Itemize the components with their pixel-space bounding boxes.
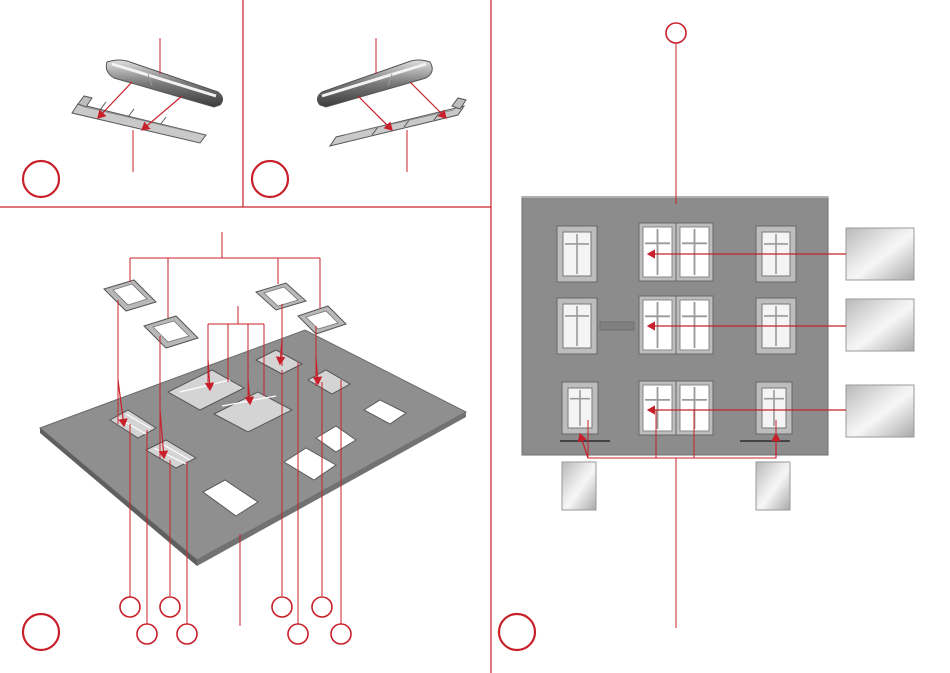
wall-emboss-mark (600, 322, 634, 330)
window-frame-strip (72, 96, 206, 143)
glazing-sheet (846, 228, 914, 280)
callout-circle (666, 23, 686, 43)
step-3-badge (23, 614, 59, 650)
step-4-panel (499, 23, 914, 650)
callout-circle (137, 624, 157, 644)
callout-circle (312, 597, 332, 617)
step-1-panel (23, 38, 223, 197)
step-2-arrow-right (410, 82, 446, 118)
glazing-sheet (846, 385, 914, 437)
callout-circle (120, 597, 140, 617)
glazing-sheet (846, 299, 914, 351)
glazing-sheet (756, 462, 790, 510)
window-sill-part (106, 60, 222, 107)
glazing-sheet (562, 462, 596, 510)
window-sill-part (317, 60, 432, 107)
wall-plate (40, 330, 466, 560)
step-2-badge (252, 161, 288, 197)
step-3-callouts (120, 597, 351, 644)
step-2-panel (252, 38, 466, 197)
callout-circle (288, 624, 308, 644)
step-4-badge (499, 614, 535, 650)
step-1-badge (23, 161, 59, 197)
step-2-arrow-left (358, 96, 392, 130)
callout-circle (331, 624, 351, 644)
callout-circle (177, 624, 197, 644)
step-3-panel (23, 232, 466, 650)
callout-circle (272, 597, 292, 617)
facade-windows (557, 223, 796, 435)
callout-circle (160, 597, 180, 617)
window-frame-strip (330, 98, 466, 146)
